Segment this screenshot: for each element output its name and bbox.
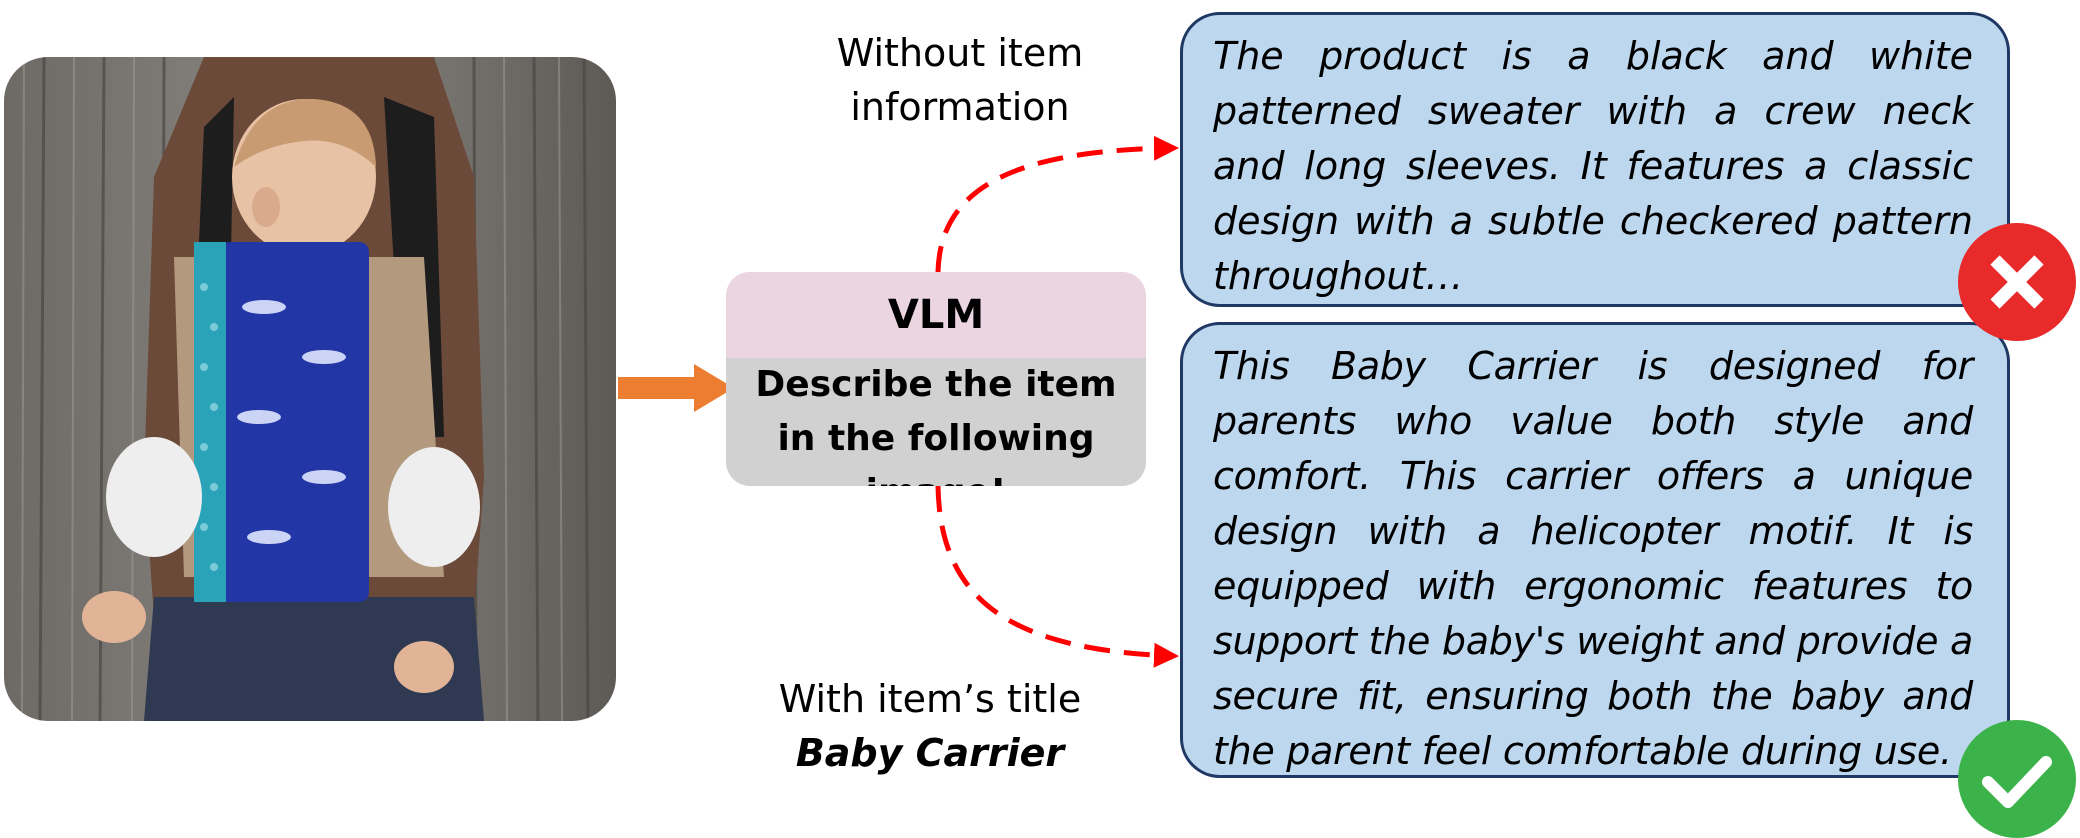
with-title-label: With item’s title Baby Carrier xyxy=(740,672,1120,780)
vlm-header: VLM xyxy=(726,272,1146,358)
vlm-box: VLM Describe the item in the following i… xyxy=(726,272,1146,486)
response-without-info: The product is a black and white pattern… xyxy=(1180,12,2010,307)
item-photo xyxy=(4,57,616,721)
with-title-label-text: With item’s title xyxy=(778,677,1082,721)
dashed-arrow-with-title xyxy=(935,485,1179,668)
check-icon xyxy=(1958,720,2076,838)
baby-carrier-photo xyxy=(4,57,616,721)
item-title: Baby Carrier xyxy=(795,731,1065,775)
vlm-title: VLM xyxy=(887,292,985,338)
cross-icon xyxy=(1958,223,2076,341)
vlm-prompt: Describe the item in the following image… xyxy=(755,364,1117,486)
input-arrow xyxy=(618,364,734,412)
without-info-label: Without item information xyxy=(836,31,1084,129)
response-with-title: This Baby Carrier is designed for parent… xyxy=(1180,322,2010,778)
dashed-arrow-without-info xyxy=(935,135,1179,273)
